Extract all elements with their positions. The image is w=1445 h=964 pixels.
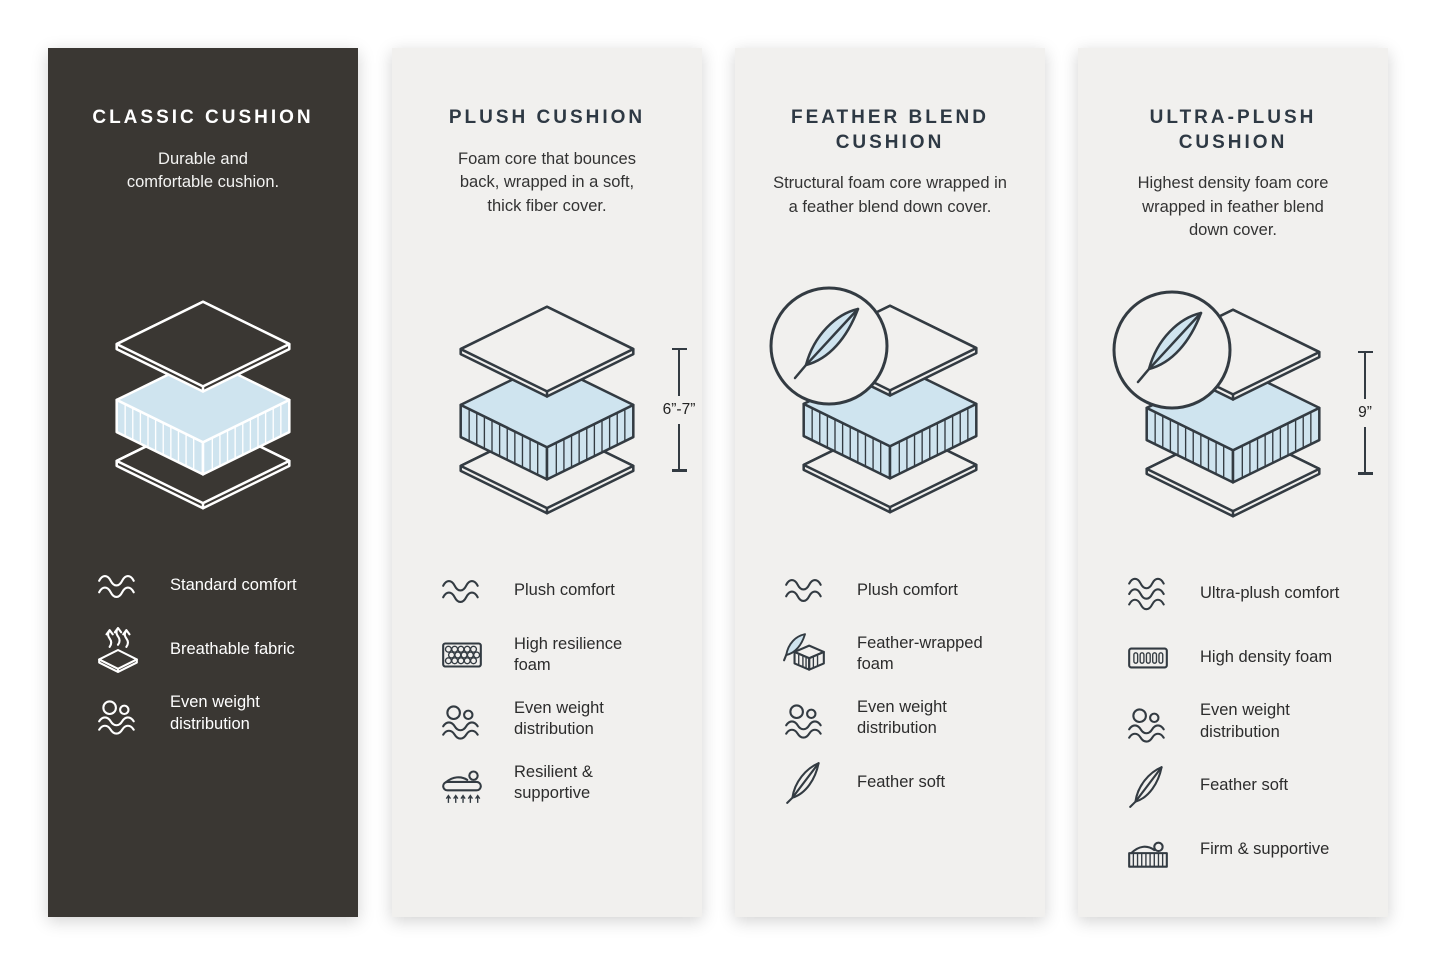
feature-row: Firm & supportive: [1122, 827, 1388, 873]
feature-label: Standard comfort: [170, 575, 297, 594]
feature-label: Feather-wrapped foam: [857, 633, 983, 674]
feature-label: Even weight distribution: [1200, 701, 1290, 741]
feature-list: Plush comfort Feather: [779, 567, 1045, 805]
feature-label: Breathable fabric: [170, 639, 295, 658]
resilient-icon: [436, 760, 488, 806]
feature-label: Firm & supportive: [1200, 839, 1330, 858]
foam-core-layer: [459, 361, 635, 481]
cushion-illustration: 6”-7”: [437, 300, 695, 538]
firm-icon: [1122, 827, 1174, 873]
feature-label: Even weight distribution: [514, 698, 604, 738]
feature-label: Feather soft: [857, 772, 946, 791]
cushion-illustration: 9”: [1112, 290, 1373, 541]
feature-row: Resilient & supportive: [436, 760, 702, 806]
feature-row: Standard comfort: [92, 563, 358, 609]
feature-row: Feather soft: [1122, 763, 1388, 809]
measure-bottom-tick: [671, 469, 687, 472]
cushion-illustration: [93, 295, 313, 533]
feature-list: Standard comfort Breathable fabric: [92, 563, 358, 737]
height-label: 6”-7”: [662, 400, 696, 418]
weight-icon: [1122, 699, 1174, 745]
measure-top-tick: [671, 347, 687, 351]
breathable-icon: [92, 626, 144, 673]
feature-label: Even weight distribution: [857, 697, 947, 738]
panel-title: ULTRA-PLUSH CUSHION: [1149, 107, 1317, 153]
top-cover-layer: [459, 305, 635, 398]
feather-icon: [1122, 763, 1174, 809]
panel-title: PLUSH CUSHION: [448, 107, 646, 128]
feather-foam-icon: [779, 631, 831, 677]
measure-bottom-tick: [1357, 472, 1373, 475]
feature-label: Plush comfort: [514, 581, 615, 600]
feature-row: Plush comfort: [779, 567, 1045, 613]
ultra-wave-icon: [1122, 571, 1174, 617]
feature-row: Even weight distribution: [436, 696, 702, 742]
feature-row: Even weight distribution: [92, 691, 358, 737]
feature-label: Ultra-plush comfort: [1200, 583, 1340, 602]
feature-row: Plush comfort: [436, 568, 702, 614]
top-cover-layer: [115, 300, 291, 393]
wave-icon: [92, 563, 144, 609]
feature-label: High resilience foam: [514, 634, 623, 674]
weight-icon: [436, 696, 488, 742]
panel-description: Structural foam core wrapped in a feathe…: [773, 174, 1007, 216]
feature-list: Plush comfort High resilience foam: [436, 568, 702, 806]
cushion-layers-diagram: [459, 305, 635, 515]
feather-badge-icon: [1112, 290, 1232, 410]
panel-description: Highest density foam core wrapped in fea…: [1137, 174, 1329, 240]
height-annotation: 9”: [1341, 350, 1389, 475]
panel-description: Durable and comfortable cushion.: [126, 149, 280, 192]
feather-badge-icon: [769, 286, 889, 406]
feature-row: Even weight distribution: [1122, 699, 1388, 745]
feature-row: Breathable fabric: [92, 626, 358, 673]
feature-row: Feather-wrapped foam: [779, 631, 1045, 677]
feature-row: Even weight distribution: [779, 695, 1045, 741]
feather-blend-cushion-panel: FEATHER BLEND CUSHION Structural foam co…: [735, 48, 1045, 917]
wave-icon: [436, 568, 488, 614]
feature-label: Even weight distribution: [170, 693, 260, 733]
height-annotation: 6”-7”: [655, 347, 703, 472]
wave-icon: [779, 567, 831, 613]
feature-row: Feather soft: [779, 759, 1045, 805]
feature-label: High density foam: [1200, 647, 1333, 666]
feature-label: Feather soft: [1200, 775, 1289, 794]
feature-label: Plush comfort: [857, 580, 958, 599]
panel-description: Foam core that bounces back, wrapped in …: [458, 149, 636, 215]
cushion-illustration: [769, 286, 1000, 537]
feature-label: Resilient & supportive: [514, 762, 593, 802]
weight-icon: [779, 695, 831, 741]
panel-title: FEATHER BLEND CUSHION: [790, 107, 990, 153]
cushion-layers-diagram: [115, 300, 291, 510]
plush-cushion-panel: PLUSH CUSHION Foam core that bounces bac…: [392, 48, 702, 917]
height-label: 9”: [1358, 403, 1372, 421]
ultra-plush-cushion-panel: ULTRA-PLUSH CUSHION Highest density foam…: [1078, 48, 1388, 917]
panel-title: CLASSIC CUSHION: [92, 107, 314, 128]
foam-core-layer: [115, 355, 291, 476]
feature-row: High resilience foam: [436, 632, 702, 678]
classic-cushion-panel: CLASSIC CUSHION Durable and comfortable …: [48, 48, 358, 917]
density-foam-icon: [1122, 635, 1174, 681]
weight-icon: [92, 691, 144, 737]
feather-icon: [779, 759, 831, 805]
feature-list: Ultra-plush comfort High density foam: [1122, 571, 1388, 873]
feature-row: High density foam: [1122, 635, 1388, 681]
feature-row: Ultra-plush comfort: [1122, 571, 1388, 617]
resilience-foam-icon: [436, 632, 488, 678]
measure-top-tick: [1357, 350, 1373, 354]
